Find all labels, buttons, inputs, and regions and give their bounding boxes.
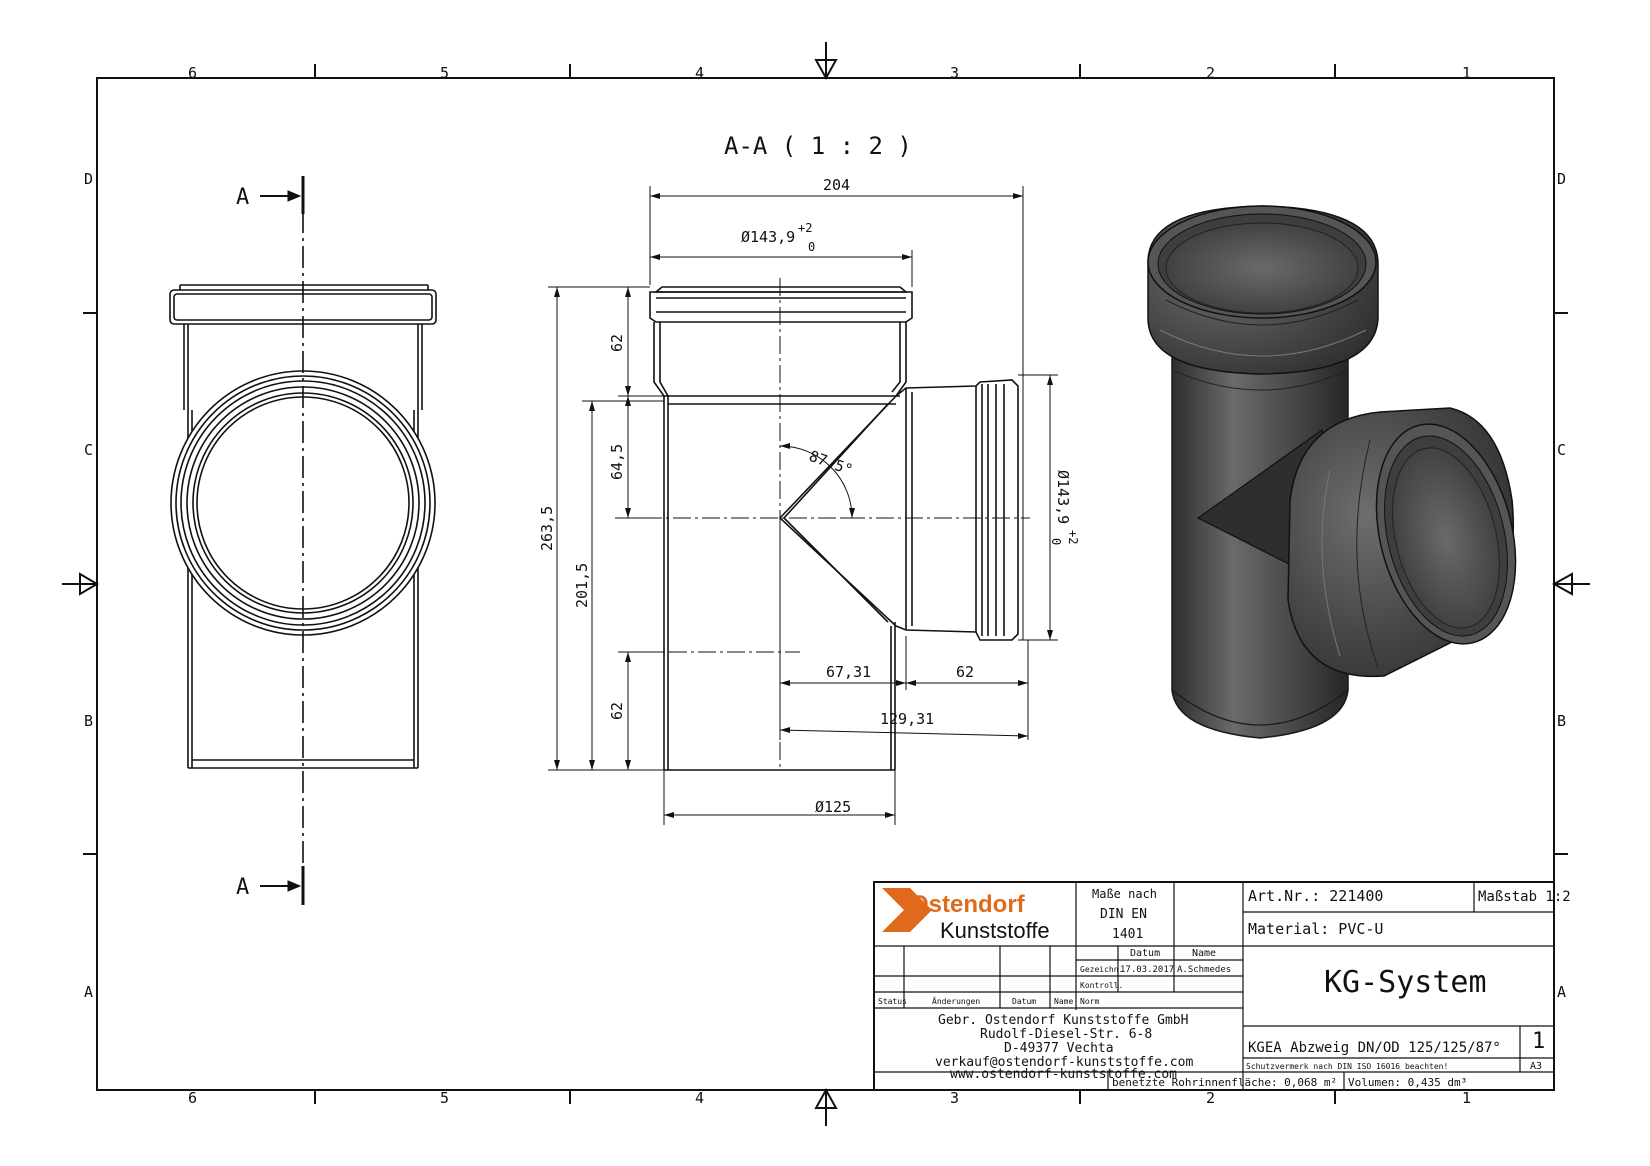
col-label: 2 bbox=[1206, 64, 1215, 82]
section-label: A bbox=[236, 185, 249, 210]
row-norm: Norm bbox=[1080, 997, 1099, 1006]
zone-labels: 6 5 4 3 2 1 6 5 4 3 2 1 D C B A D C B A bbox=[84, 64, 1566, 1107]
col-name: Name bbox=[1192, 948, 1216, 959]
scale: Maßstab 1:2 bbox=[1478, 889, 1571, 905]
section-title: A-A ( 1 : 2 ) bbox=[724, 132, 912, 160]
copyright-notice: Schutzvermerk nach DIN ISO 16016 beachte… bbox=[1246, 1062, 1448, 1071]
dimension-arrows bbox=[554, 193, 1053, 818]
sheet-format: A3 bbox=[1530, 1061, 1542, 1072]
col-label: 1 bbox=[1462, 64, 1471, 82]
company-logo: Ostendorf Kunststoffe bbox=[882, 888, 1050, 943]
col-label: 5 bbox=[440, 1089, 449, 1107]
col-label: 3 bbox=[950, 64, 959, 82]
hdr-aenderungen: Änderungen bbox=[932, 996, 980, 1006]
row-label: D bbox=[84, 170, 93, 188]
company-street: Rudolf-Diesel-Str. 6-8 bbox=[980, 1027, 1152, 1042]
centering-marks bbox=[62, 42, 1590, 1126]
row-gezeichn: Gezeichn. bbox=[1080, 965, 1123, 974]
dim-branch-center-offset: 67,31 bbox=[826, 663, 871, 681]
hdr-name: Name bbox=[1054, 997, 1073, 1006]
material: Material: PVC-U bbox=[1248, 920, 1383, 938]
dim-spigot-length: 62 bbox=[608, 702, 626, 720]
dim-socket-diameter-top: Ø143,9 bbox=[741, 228, 795, 246]
hdr-datum: Datum bbox=[1012, 997, 1036, 1006]
title-block bbox=[873, 881, 1555, 1091]
company-name: Gebr. Ostendorf Kunststoffe GmbH bbox=[938, 1013, 1188, 1028]
company-web: www.ostendorf-kunststoffe.com bbox=[950, 1067, 1177, 1082]
col-label: 1 bbox=[1462, 1089, 1471, 1107]
row-kontroll: Kontroll. bbox=[1080, 981, 1123, 990]
dim-branch-offset: 64,5 bbox=[608, 444, 626, 480]
dim-lower-height: 201,5 bbox=[573, 563, 591, 608]
dim-tol-upper: +2 bbox=[798, 221, 812, 235]
row-label: C bbox=[1557, 441, 1566, 459]
gezeichn-date: 17.03.2017 bbox=[1120, 965, 1174, 975]
dim-tol-lower: 0 bbox=[1049, 538, 1063, 545]
product-render bbox=[1147, 205, 1517, 739]
row-label: A bbox=[1557, 983, 1566, 1001]
row-label: A bbox=[84, 983, 93, 1001]
dim-branch-socket-depth: 62 bbox=[956, 663, 974, 681]
gezeichn-name: A.Schmedes bbox=[1177, 965, 1231, 975]
logo-bottom: Kunststoffe bbox=[940, 918, 1050, 943]
row-label: D bbox=[1557, 170, 1566, 188]
section-label: A bbox=[236, 875, 249, 900]
col-label: 4 bbox=[695, 1089, 704, 1107]
row-label: B bbox=[1557, 712, 1566, 730]
wetted-surface: benetzte Rohrinnenfläche: 0,068 m² bbox=[1112, 1076, 1337, 1089]
standard-line1: Maße nach bbox=[1092, 887, 1157, 901]
col-label: 5 bbox=[440, 64, 449, 82]
logo-top: Ostendorf bbox=[910, 891, 1026, 918]
hdr-status: Status bbox=[878, 997, 907, 1006]
dim-pipe-diameter: Ø125 bbox=[815, 798, 851, 816]
dim-socket-depth-top: 62 bbox=[608, 334, 626, 352]
standard-line2: DIN EN bbox=[1100, 907, 1147, 922]
logo-chevron-icon bbox=[882, 888, 932, 932]
dim-overall-width: 204 bbox=[823, 176, 850, 194]
col-label: 6 bbox=[188, 64, 197, 82]
col-label: 3 bbox=[950, 1089, 959, 1107]
sheet-number: 1 bbox=[1532, 1029, 1545, 1054]
col-label: 6 bbox=[188, 1089, 197, 1107]
standard-line3: 1401 bbox=[1112, 927, 1143, 942]
section-view bbox=[615, 278, 1030, 771]
dimension-lines bbox=[548, 186, 1058, 825]
dim-tol-lower: 0 bbox=[808, 240, 815, 254]
system-name: KG-System bbox=[1324, 965, 1487, 1000]
company-city: D-49377 Vechta bbox=[1004, 1041, 1114, 1056]
product-name: KGEA Abzweig DN/OD 125/125/87° bbox=[1248, 1040, 1501, 1056]
title-block-texts: Maße nach DIN EN 1401 Art.Nr.: 221400 Ma… bbox=[878, 887, 1571, 1089]
volume: Volumen: 0,435 dm³ bbox=[1348, 1076, 1467, 1089]
dim-overall-height: 263,5 bbox=[538, 506, 556, 551]
dim-tol-upper: +2 bbox=[1066, 530, 1080, 544]
row-label: C bbox=[84, 441, 93, 459]
dim-branch-total: 129,31 bbox=[880, 710, 934, 728]
col-label: 2 bbox=[1206, 1089, 1215, 1107]
dim-socket-diameter-branch: Ø143,9 bbox=[1054, 470, 1072, 524]
row-label: B bbox=[84, 712, 93, 730]
col-datum: Datum bbox=[1130, 948, 1160, 959]
col-label: 4 bbox=[695, 64, 704, 82]
article-number: Art.Nr.: 221400 bbox=[1248, 887, 1383, 905]
dim-angle: 87,5° bbox=[807, 447, 856, 479]
dimension-texts: 204 Ø143,9 +2 0 Ø125 67,31 62 129,31 263… bbox=[538, 176, 1080, 816]
company-email: verkauf@ostendorf-kunststoffe.com bbox=[935, 1055, 1193, 1070]
section-line bbox=[260, 176, 305, 905]
